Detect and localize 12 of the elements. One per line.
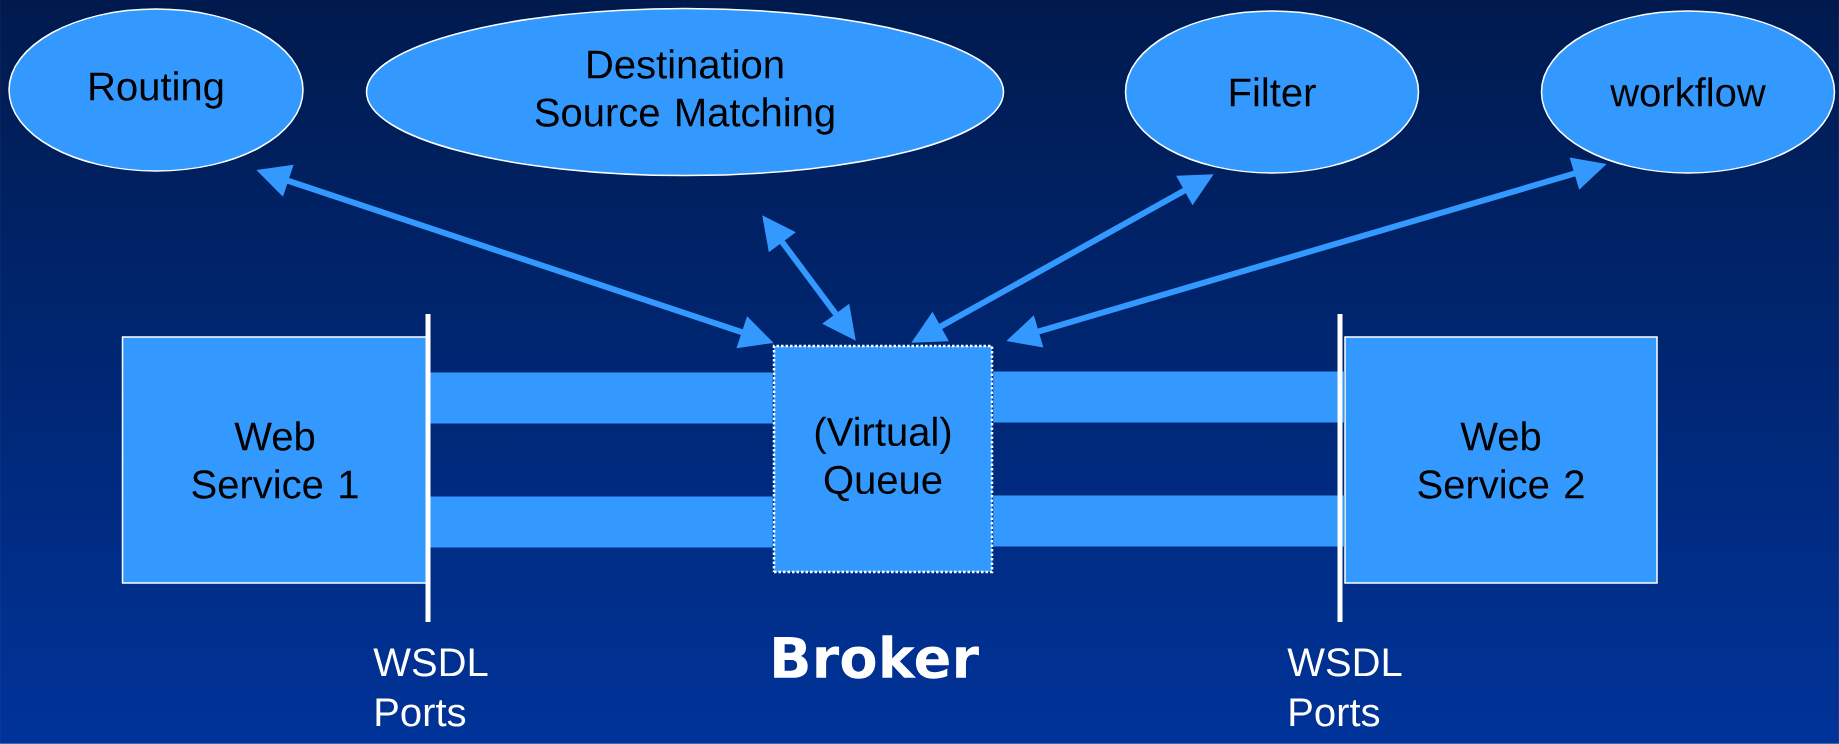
service-box: Web Service 2: [1344, 336, 1658, 584]
broker-label: Broker: [774, 635, 979, 679]
queue-box: (Virtual) Queue: [772, 344, 994, 574]
connector-band: [993, 495, 1345, 547]
port-label: WSDL Ports: [1287, 648, 1402, 727]
oval-node: Destination Source Matching: [365, 7, 1005, 177]
oval-node: Routing: [8, 8, 304, 172]
connector-band: [428, 496, 773, 548]
oval-node: workflow: [1540, 10, 1836, 174]
port-label: WSDL Ports: [373, 648, 488, 727]
service-box: Web Service 1: [121, 336, 429, 584]
oval-node: Filter: [1124, 10, 1420, 174]
